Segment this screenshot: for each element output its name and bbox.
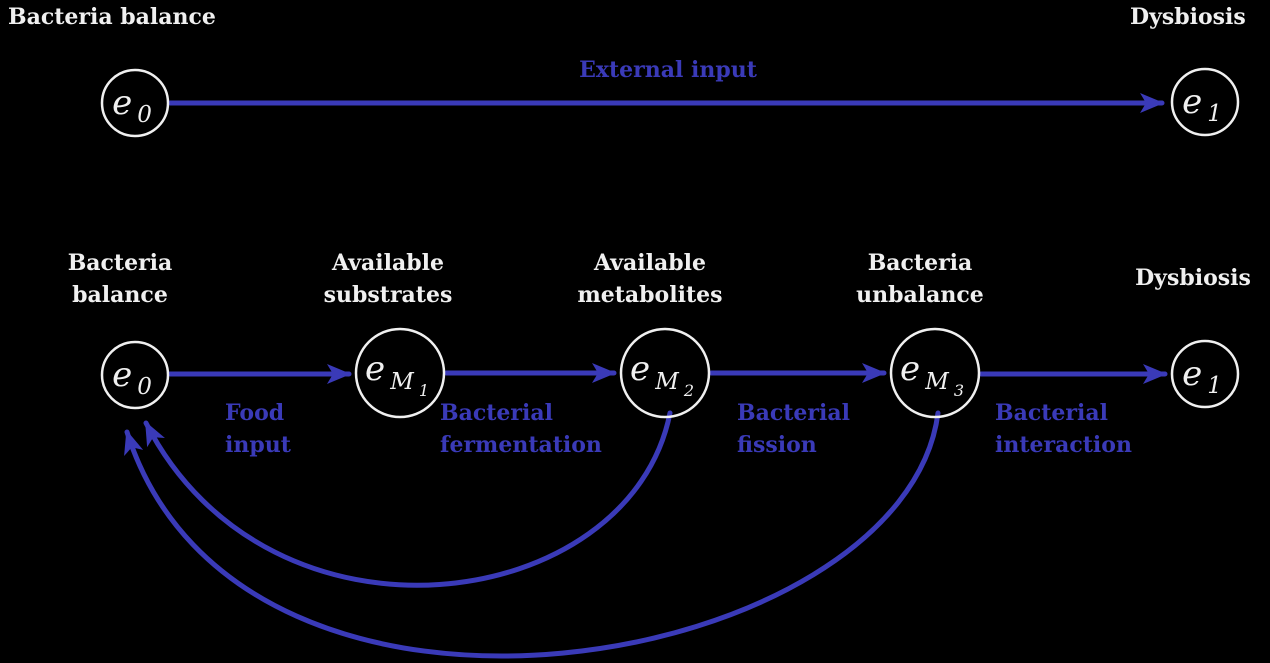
top-edge-label: External input <box>579 57 758 83</box>
bottom-node2-title-line2: metabolites <box>577 282 722 308</box>
node-bottom-e0 <box>100 340 170 410</box>
bottom-node2-title-line1: Available <box>593 250 706 276</box>
node-bottom-em2-label: e M 2 <box>630 349 694 400</box>
node-bottom-em1 <box>354 327 446 419</box>
edge3-label-line2: interaction <box>995 432 1132 458</box>
node-bottom-em3 <box>889 327 981 419</box>
node-bottom-e1-label: e 1 <box>1182 354 1222 399</box>
edge0-label-line2: input <box>225 432 292 458</box>
node-bottom-em1-label: e M 1 <box>365 349 429 400</box>
edge2-label-line1: Bacterial <box>737 400 850 426</box>
edge2-label-line2: fission <box>737 432 817 458</box>
node-bottom-e0-label: e 0 <box>112 355 152 400</box>
node-bottom-e1 <box>1170 339 1240 409</box>
bottom-node0-title-line1: Bacteria <box>68 250 173 276</box>
node-bottom-em2 <box>619 327 711 419</box>
bottom-node3-title-line1: Bacteria <box>868 250 973 276</box>
feedback-arrow-metabolites-to-balance <box>143 410 673 588</box>
edge0-label-line1: Food <box>225 400 284 426</box>
edge3-label-line1: Bacterial <box>995 400 1108 426</box>
bottom-node0-title-line2: balance <box>72 282 168 308</box>
edge1-label-line2: fermentation <box>440 432 602 458</box>
node-top-e0 <box>100 68 170 138</box>
top-right-node-title: Dysbiosis <box>1130 4 1246 30</box>
bottom-node3-title-line2: unbalance <box>856 282 984 308</box>
top-left-node-title: Bacteria balance <box>8 4 216 30</box>
bottom-node4-title: Dysbiosis <box>1135 265 1251 291</box>
bottom-node1-title-line1: Available <box>331 250 444 276</box>
bottom-node1-title-line2: substrates <box>324 282 453 308</box>
feedback-arrow-unbalance-to-balance <box>124 410 941 659</box>
edge1-label-line1: Bacterial <box>440 400 553 426</box>
node-bottom-em3-label: e M 3 <box>900 349 964 400</box>
node-top-e0-label: e 0 <box>112 83 152 128</box>
node-top-e1 <box>1170 67 1240 137</box>
node-top-e1-label: e 1 <box>1182 82 1222 127</box>
